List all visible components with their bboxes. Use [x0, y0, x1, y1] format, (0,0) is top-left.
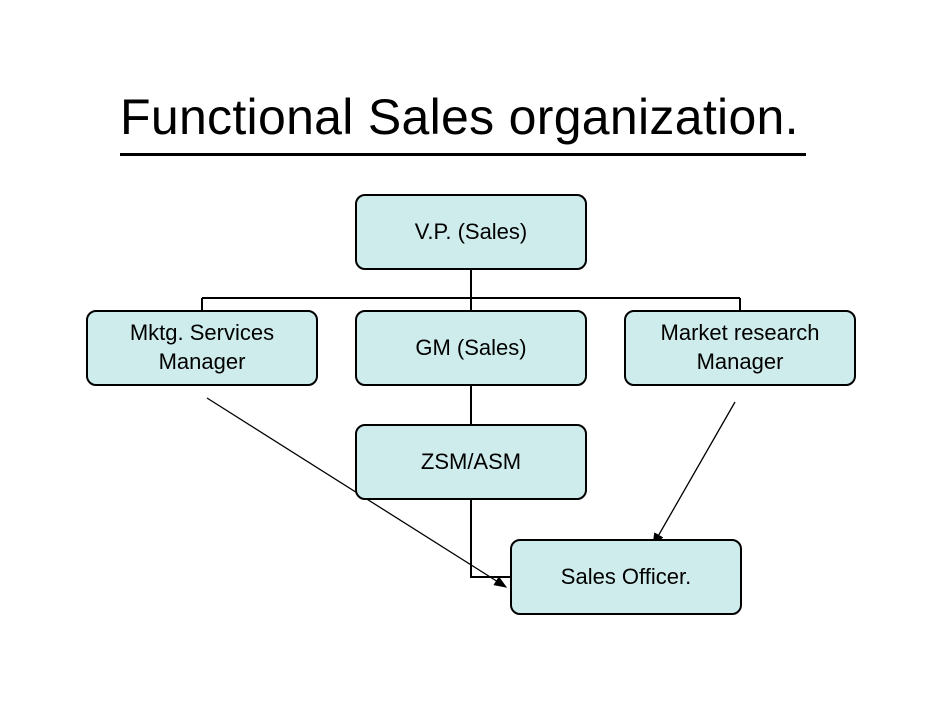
zsm-officer-line: [470, 498, 512, 578]
sales-officer-box: Sales Officer.: [510, 539, 742, 615]
market-research-manager-box: Market research Manager: [624, 310, 856, 386]
sales-officer-label: Sales Officer.: [560, 563, 692, 589]
vp-sales-box: V.P. (Sales): [355, 194, 587, 270]
research-officer-arrow: [652, 401, 736, 547]
zsm-asm-box: ZSM/ASM: [355, 424, 587, 500]
mktg-services-manager-label: Mktg. Services Manager: [129, 320, 275, 374]
vp-sales-label: V.P. (Sales): [414, 218, 528, 244]
mktg-services-manager-box: Mktg. Services Manager: [86, 310, 318, 386]
slide-title: Functional Sales organization.: [120, 89, 799, 145]
title-underline: [120, 153, 806, 156]
gm-sales-box: GM (Sales): [355, 310, 587, 386]
zsm-asm-label: ZSM/ASM: [420, 448, 522, 474]
market-research-manager-label: Market research Manager: [660, 320, 820, 374]
gm-sales-label: GM (Sales): [415, 334, 527, 360]
